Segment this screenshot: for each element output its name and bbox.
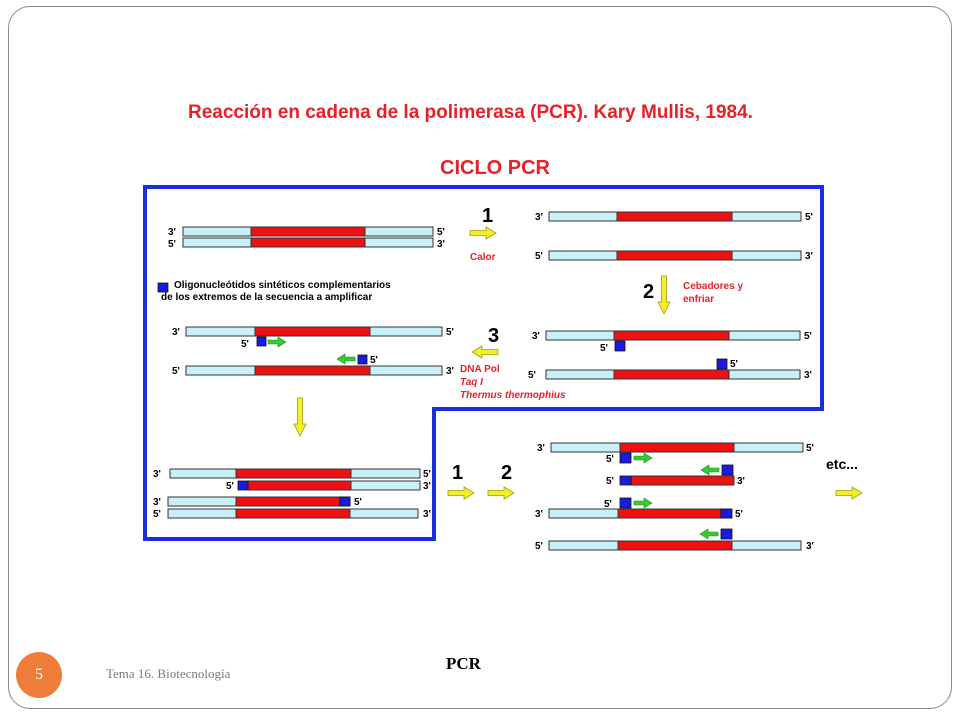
end-label: 3' [168,227,176,238]
continue-arrow-icon [835,486,863,500]
end-label: 5' [535,251,543,262]
slide-frame [8,6,952,709]
dna-denatured-strands [548,211,802,261]
step3-label-line1: DNA Pol [460,364,500,375]
footer-title: PCR [446,654,481,673]
end-label: 3' [535,212,543,223]
primer-legend-icon [157,282,169,293]
primer-icon [614,340,626,352]
end-label: 5' [606,476,614,487]
repeat-step1-number: 1 [452,462,463,484]
extension-arrow-icon [633,497,653,509]
extension-arrow-icon [699,528,719,540]
legend-line2: de los extremos de la secuencia a amplif… [161,292,372,303]
end-label: 5' [804,331,812,342]
footer-topic: Tema 16. Biotecnología [106,666,231,681]
end-label: 5' [226,481,234,492]
legend-line1: Oligonucleótidos sintéticos complementar… [174,280,391,291]
end-label: 5' [535,541,543,552]
extension-arrow-icon [633,452,653,464]
dna-extension-left [185,326,443,376]
anneal-arrow-icon [657,275,671,315]
end-label: 3' [423,509,431,520]
etc-label: etc... [826,456,858,472]
end-label: 3' [537,443,545,454]
end-label: 3' [437,239,445,250]
extension-arrow-icon [700,464,720,476]
dna-next-cycle [548,442,804,551]
end-label: 3' [446,366,454,377]
end-label: 5' [604,499,612,510]
end-label: 5' [735,509,743,520]
repeat-step2-number: 2 [501,462,512,484]
end-label: 5' [437,227,445,238]
end-label: 3' [153,497,161,508]
cycle-title: CICLO PCR [440,157,550,179]
dna-two-copies [167,468,421,519]
step2-label-line2: enfriar [683,294,714,305]
end-label: 5' [172,366,180,377]
dna-annealed-primers [545,330,801,380]
end-label: 3' [153,469,161,480]
step3-label-line2: Taq I [460,377,483,388]
primer-icon [237,480,249,491]
step3-label-line3: Thermus thermophius [460,390,566,401]
step2-label-line1: Cebadores y [683,281,743,292]
end-label: 3' [805,251,813,262]
end-label: 5' [446,327,454,338]
repeat-arrow-icon [487,486,515,500]
end-label: 3' [806,541,814,552]
end-label: 5' [241,339,249,350]
end-label: 5' [730,359,738,370]
step3-number: 3 [488,325,499,347]
repeat-arrow-icon [447,486,475,500]
primer-icon [357,354,368,365]
extension-arrow-icon [336,353,356,365]
cycle-box-border [143,185,824,541]
end-label: 3' [172,327,180,338]
end-label: 3' [423,481,431,492]
end-label: 5' [168,239,176,250]
extension-arrow-icon [267,336,287,348]
primer-icon [716,358,728,370]
end-label: 5' [423,469,431,480]
polymerase-arrow-icon [471,345,499,359]
end-label: 5' [606,454,614,465]
end-label: 3' [535,509,543,520]
end-label: 3' [804,370,812,381]
end-label: 5' [806,443,814,454]
end-label: 5' [370,355,378,366]
end-label: 5' [600,343,608,354]
end-label: 5' [528,370,536,381]
page-number-badge: 5 [16,652,62,698]
down-arrow-icon [293,397,307,437]
slide-title: Reacción en cadena de la polimerasa (PCR… [188,102,753,123]
end-label: 3' [737,476,745,487]
step2-number: 2 [643,281,654,303]
end-label: 5' [354,497,362,508]
step1-label: Calor [470,252,496,263]
dna-double-strand-initial [182,226,434,248]
heat-arrow-icon [469,226,497,240]
primer-icon [339,496,351,507]
end-label: 3' [532,331,540,342]
end-label: 5' [153,509,161,520]
primer-icon [256,336,267,347]
end-label: 5' [805,212,813,223]
step1-number: 1 [482,205,493,227]
